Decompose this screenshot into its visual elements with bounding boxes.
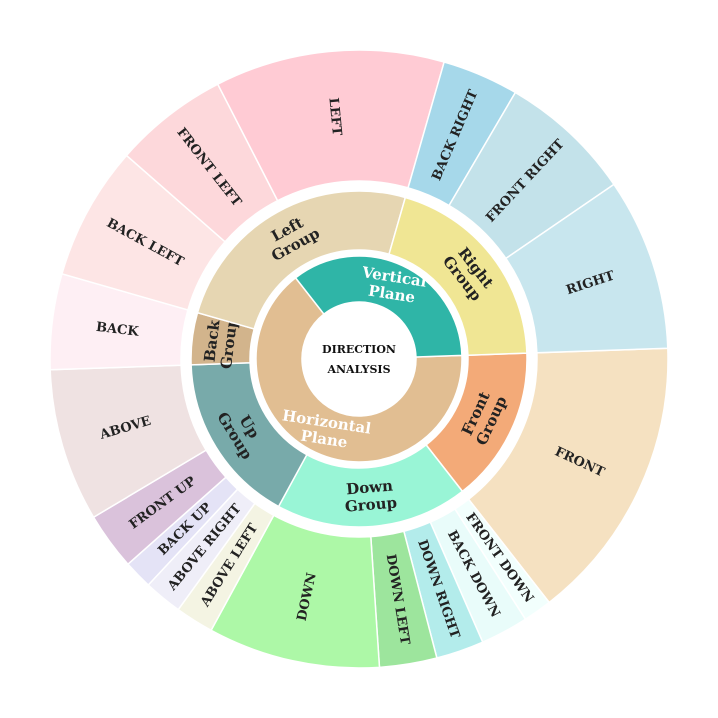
center-label-line-1: DIRECTION	[322, 343, 396, 356]
center-label-line-2: ANALYSIS	[326, 363, 390, 376]
segment-plane-horizontal-plane[interactable]	[255, 276, 463, 463]
label-direction-back: BACK	[95, 319, 140, 339]
label-group-down-group: DownGroup	[343, 476, 398, 515]
segment-group-right-group[interactable]	[388, 196, 528, 356]
label-direction-left: LEFT	[326, 97, 345, 137]
segment-plane-vertical-plane[interactable]	[294, 255, 463, 358]
center-circle	[309, 309, 409, 409]
ring-group: FrontGroupDownGroupUpGroupBackGroupLeftG…	[190, 190, 528, 528]
segment-direction-right[interactable]	[504, 183, 669, 354]
segment-group-left-group[interactable]	[196, 190, 407, 330]
